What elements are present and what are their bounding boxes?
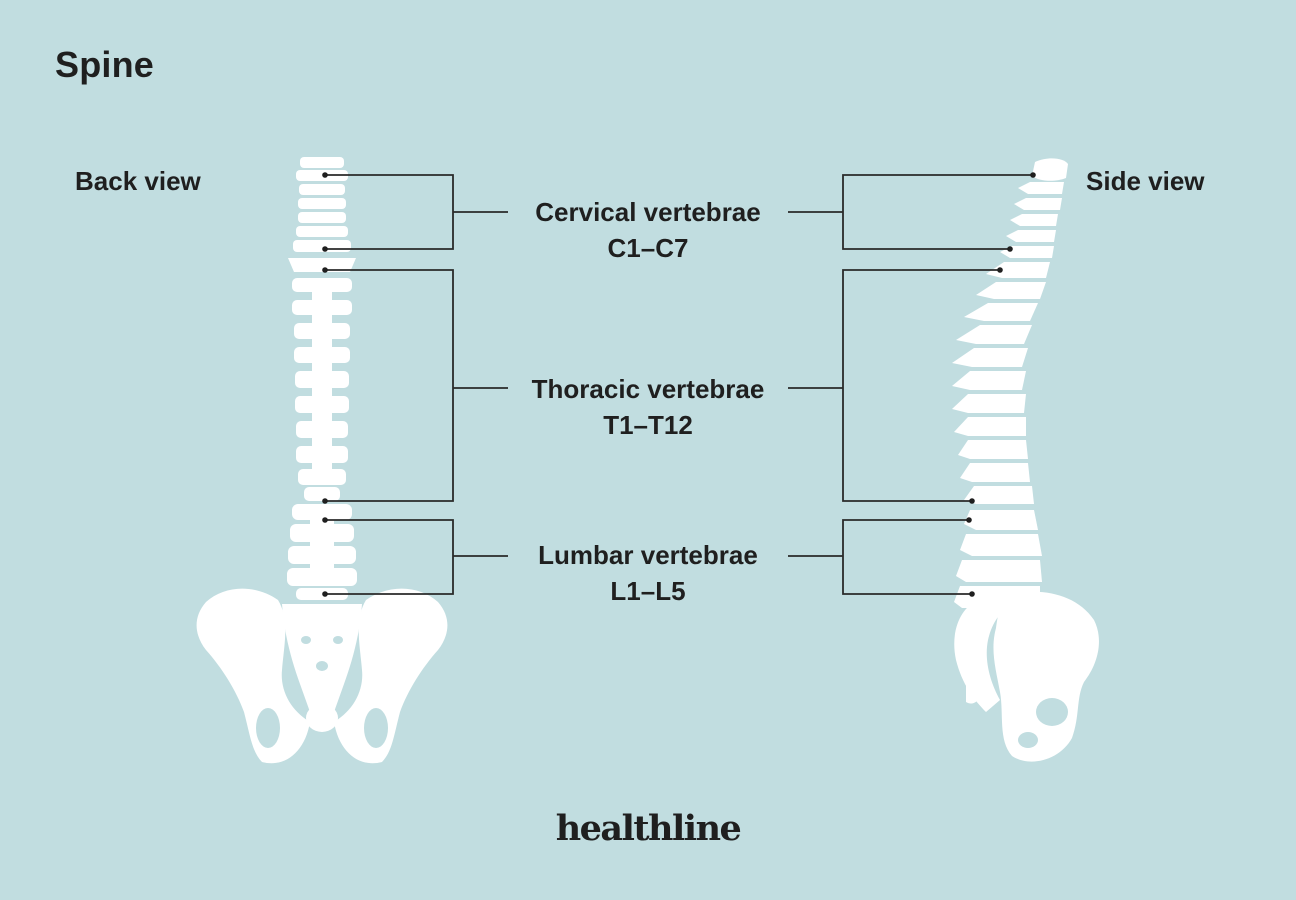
leader-dot [1030, 172, 1036, 178]
cervical-range: C1–C7 [607, 233, 689, 263]
back-pelvis-holes [256, 636, 388, 748]
back-thoracic-bracket [325, 269, 508, 502]
leader-dot [322, 267, 328, 273]
leader-lines [325, 174, 1033, 595]
side-sacrum-pelvis [954, 591, 1099, 762]
lumbar-range: L1–L5 [610, 576, 686, 606]
lumbar-label: Lumbar vertebrae L1–L5 [498, 537, 798, 609]
back-lumbar-vertebrae [287, 504, 357, 600]
back-pelvis [196, 588, 448, 764]
side-pelvis-holes [1018, 698, 1068, 748]
side-cervical-vertebrae [1000, 158, 1068, 258]
cervical-name: Cervical vertebrae [535, 197, 761, 227]
leader-dot [969, 498, 975, 504]
leader-dot [322, 246, 328, 252]
leader-dot [322, 517, 328, 523]
thoracic-name: Thoracic vertebrae [531, 374, 765, 404]
side-cervical-bracket [788, 174, 1033, 250]
leader-dots [322, 172, 1036, 597]
back-cervical-bracket [325, 174, 508, 250]
side-lumbar-bracket [788, 519, 972, 595]
leader-dot [322, 172, 328, 178]
thoracic-label: Thoracic vertebrae T1–T12 [498, 371, 798, 443]
leader-dot [322, 498, 328, 504]
back-thoracic-vertebrae [288, 258, 356, 501]
cervical-label: Cervical vertebrae C1–C7 [498, 194, 798, 266]
leader-dot [322, 591, 328, 597]
back-lumbar-bracket [325, 519, 508, 595]
back-cervical-vertebrae [293, 157, 351, 252]
back-view-label: Back view [75, 166, 201, 196]
leader-dot [966, 517, 972, 523]
back-view-spine [196, 157, 448, 764]
page-title: Spine [55, 44, 155, 85]
side-thoracic-bracket [788, 269, 1000, 502]
lumbar-name: Lumbar vertebrae [538, 540, 758, 570]
side-view-spine [952, 158, 1099, 762]
thoracic-range: T1–T12 [603, 410, 693, 440]
leader-dot [997, 267, 1003, 273]
brand-logo: healthline [555, 808, 742, 849]
side-thoracic-vertebrae [952, 262, 1050, 504]
leader-dot [1007, 246, 1013, 252]
side-view-label: Side view [1086, 166, 1205, 196]
leader-dot [969, 591, 975, 597]
